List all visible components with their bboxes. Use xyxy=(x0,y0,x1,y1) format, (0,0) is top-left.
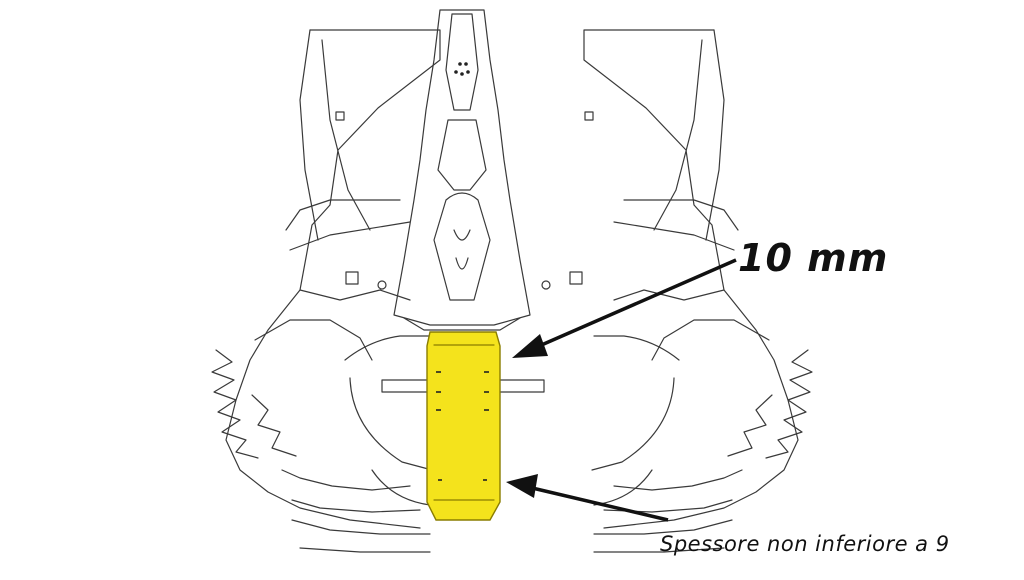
thickness-label: 10 mm xyxy=(738,236,889,280)
central-spine xyxy=(393,9,531,331)
arrow-10mm xyxy=(512,258,737,358)
car-body-outline xyxy=(211,29,813,553)
thickness-note-label: Spessore non inferiore a 9 xyxy=(660,532,950,556)
arrow-thickness-note xyxy=(506,474,669,522)
plank xyxy=(426,331,501,521)
